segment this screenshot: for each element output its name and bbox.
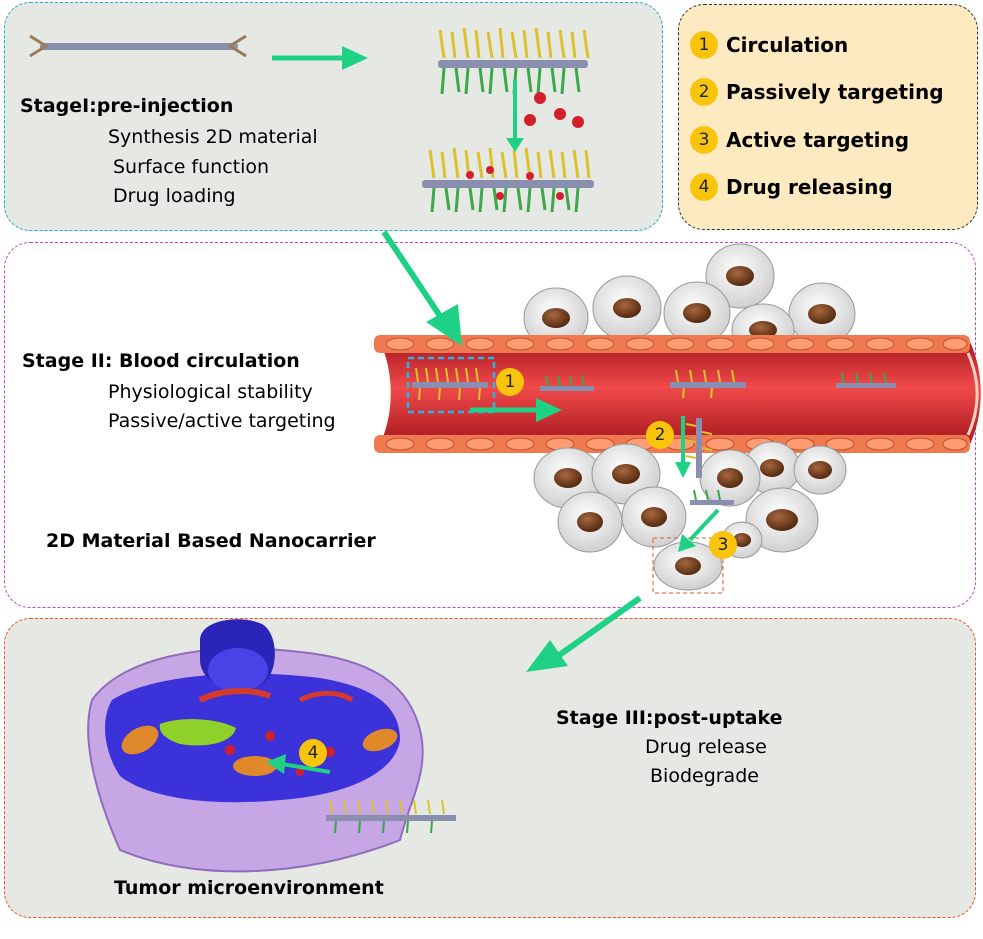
stage3-line-1: Drug release — [645, 736, 767, 758]
legend: 1 Circulation 2 Passively targeting 3 Ac… — [678, 4, 978, 230]
arrow-circulation — [470, 398, 562, 422]
stage2-title: Stage II: Blood circulation — [22, 350, 300, 372]
stage1-line-3: Drug loading — [113, 185, 236, 207]
stage3-title: Stage III:post-uptake — [556, 707, 783, 729]
tumor-cell — [745, 487, 819, 553]
number-badge: 4 — [690, 173, 718, 201]
stage1-line-2: Surface function — [113, 156, 270, 178]
tumor-cell-illustration — [87, 619, 456, 873]
tumor-cell — [699, 449, 761, 507]
stage1-title: StageI:pre-injection — [20, 95, 234, 117]
stage2-caption: 2D Material Based Nanocarrier — [46, 530, 376, 552]
nanosheets-in-vessel — [412, 367, 896, 505]
tumor-cell — [557, 491, 623, 553]
legend-item-active-targeting: 3 Active targeting — [678, 123, 909, 157]
tumor-cell — [663, 281, 731, 345]
legend-panel — [678, 4, 978, 230]
tumor-cell — [592, 275, 662, 341]
nanosheet-bare — [29, 34, 247, 58]
tumor-cell — [793, 445, 847, 495]
nanosheet-functionalized — [438, 27, 590, 95]
step-marker-1: 1 — [496, 368, 524, 396]
nanosheet-entering-cell — [326, 799, 456, 834]
flow-arrows — [266, 46, 720, 774]
legend-label: Active targeting — [726, 128, 910, 152]
arrow-uptake — [526, 595, 642, 672]
legend-item-passive-targeting: 2 Passively targeting — [678, 75, 944, 109]
arrow-release — [266, 754, 331, 774]
legend-label: Drug releasing — [726, 175, 893, 199]
tumor-cell — [705, 243, 775, 309]
arrow-extravasation — [675, 416, 691, 478]
tumor-cells-lower — [533, 441, 847, 594]
tumor-cell — [523, 287, 589, 349]
stage2-line-2: Passive/active targeting — [108, 410, 336, 432]
drug-molecules — [524, 92, 584, 128]
legend-label: Passively targeting — [726, 80, 944, 104]
legend-item-drug-releasing: 4 Drug releasing — [678, 170, 893, 204]
blood-vessel — [374, 335, 981, 453]
arrow-load-drug — [506, 80, 524, 152]
stage3-caption: Tumor microenvironment — [114, 877, 384, 899]
number-badge: 2 — [690, 78, 718, 106]
number-badge: 3 — [690, 126, 718, 154]
step-marker-4: 4 — [299, 739, 327, 767]
tumor-cell — [621, 486, 687, 548]
step-marker-3: 3 — [709, 531, 737, 559]
nanosheet-drug-loaded — [422, 147, 594, 213]
arrow-functionalize — [272, 46, 368, 70]
target-cell-highlight — [652, 537, 724, 594]
arrow-injection — [381, 230, 462, 346]
stage3-line-2: Biodegrade — [650, 765, 759, 787]
stage1-line-1: Synthesis 2D material — [108, 126, 318, 148]
legend-label: Circulation — [726, 33, 849, 57]
number-badge: 1 — [690, 31, 718, 59]
step-marker-2: 2 — [646, 421, 674, 449]
legend-item-circulation: 1 Circulation — [678, 28, 848, 62]
stage2-line-1: Physiological stability — [108, 381, 313, 403]
arrow-active-target — [678, 508, 720, 552]
nanocarrier-highlight-box — [406, 356, 496, 414]
